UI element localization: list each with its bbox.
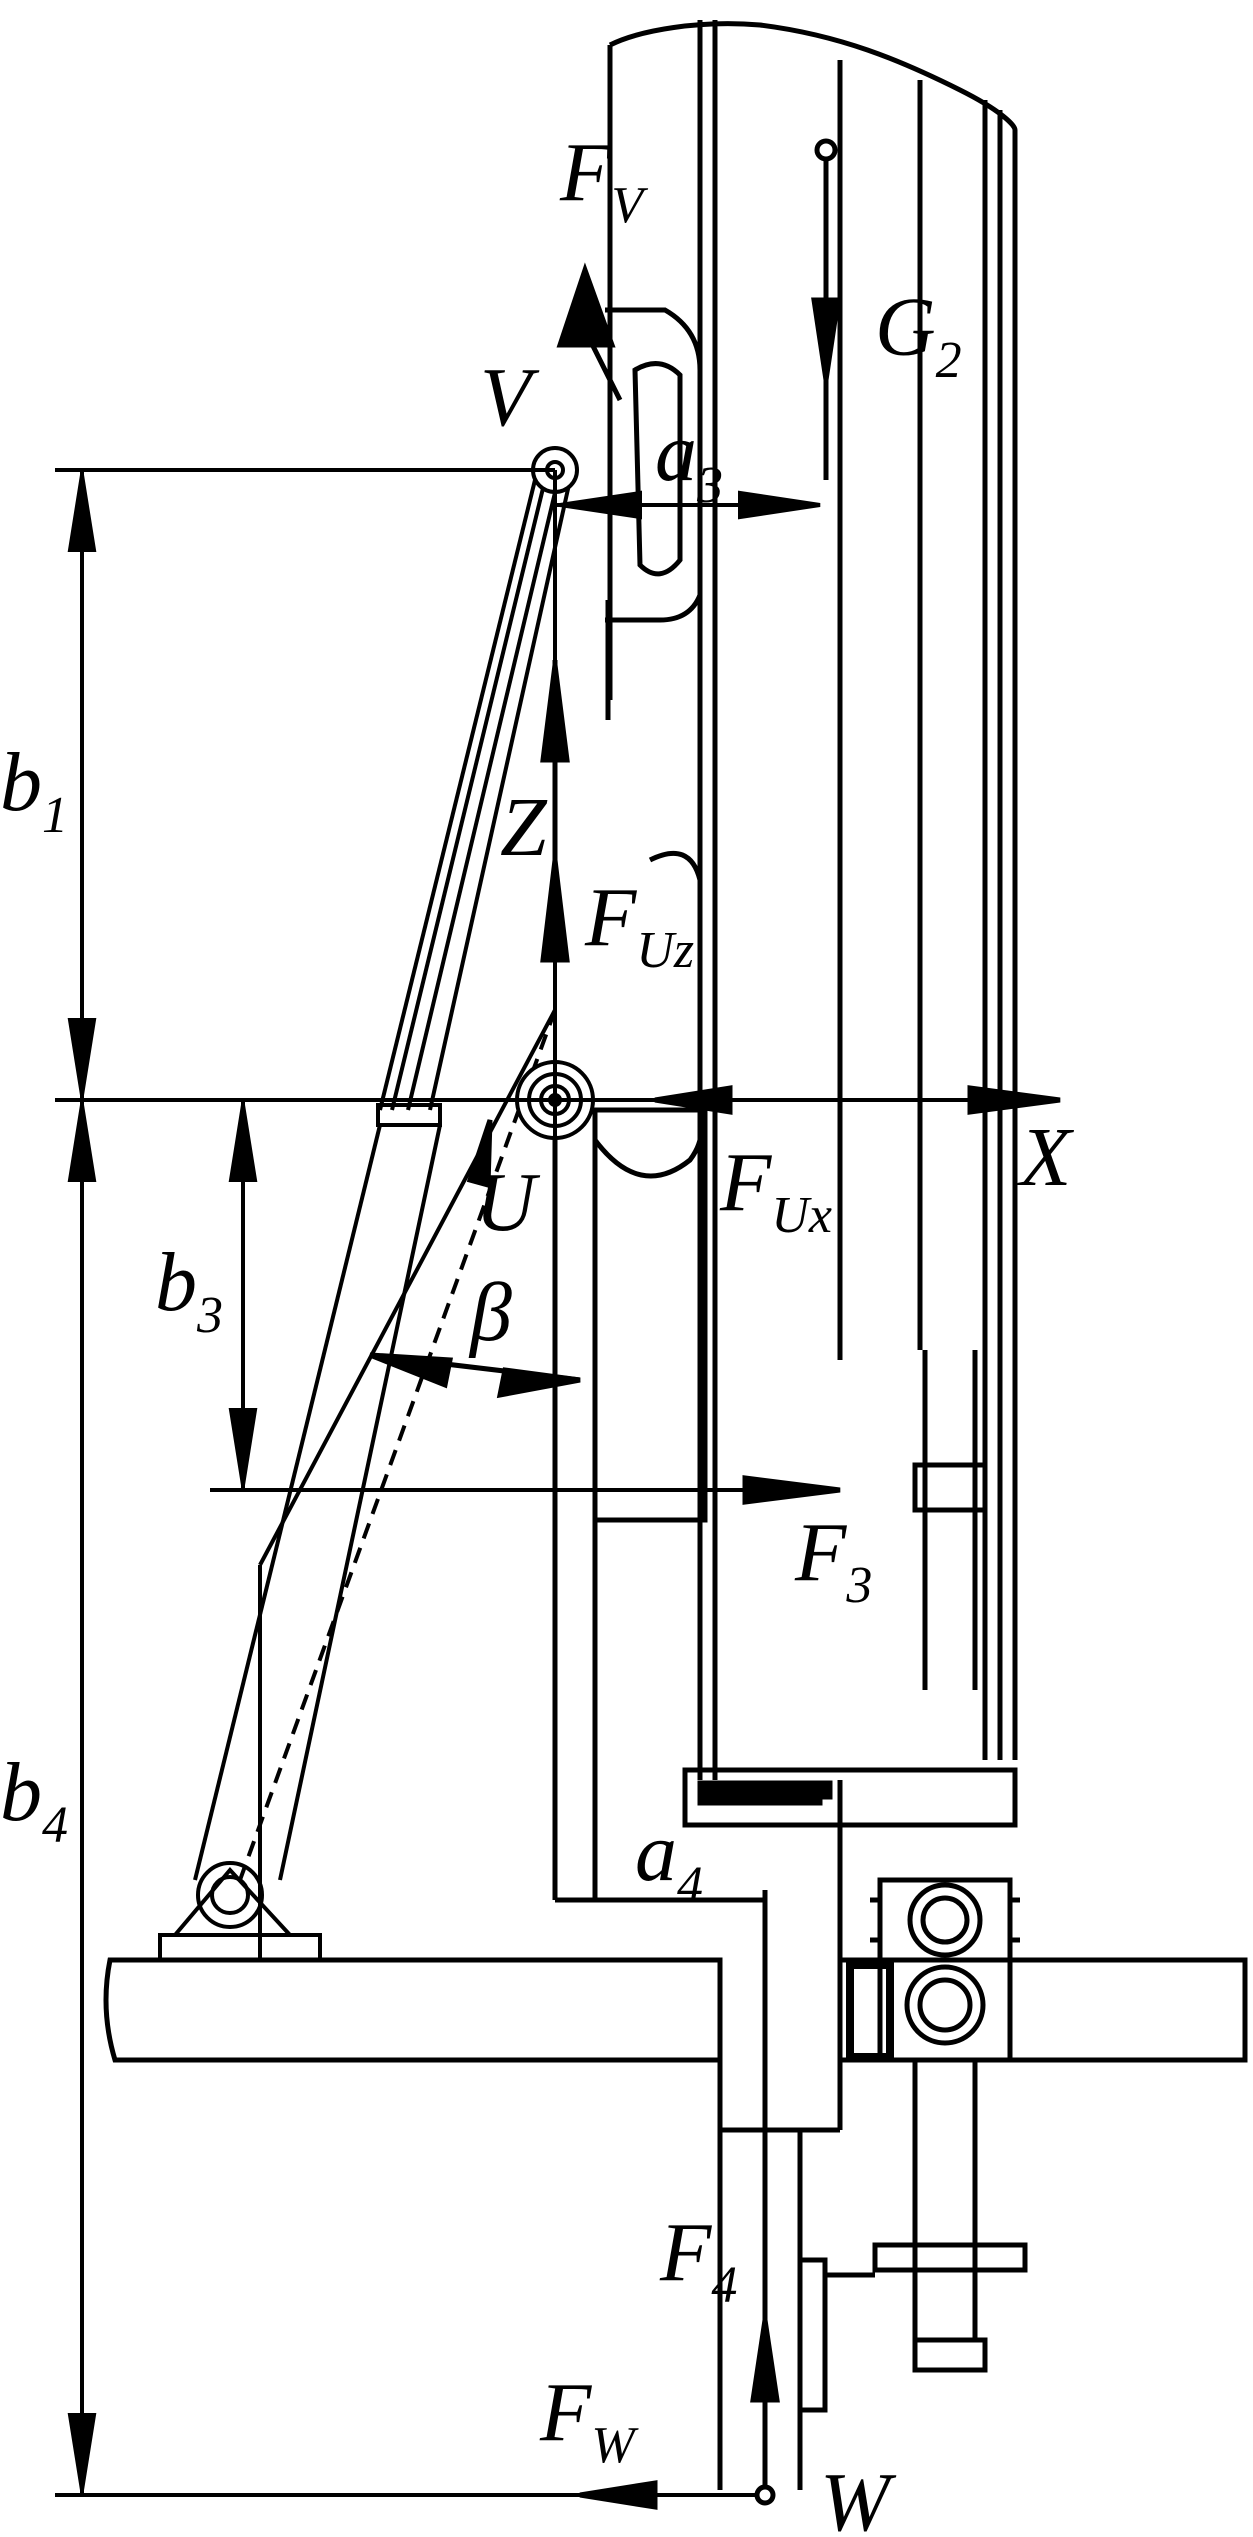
labels: FV G2 V a3 b1 Z FUz FUx X U b3 β F3 b4 a… [0, 126, 1075, 2537]
force-fuz-arrow [540, 859, 570, 963]
force-g2-arrow [811, 297, 841, 381]
label-f4: F4 [659, 2206, 737, 2314]
label-fw: FW [539, 2366, 639, 2474]
z-axis-arrow [540, 664, 570, 763]
label-b1: b1 [0, 736, 68, 844]
label-b3: b3 [155, 1236, 223, 1344]
label-fuz: FUz [584, 871, 694, 979]
label-fv: FV [559, 126, 648, 234]
label-u: U [475, 1156, 541, 1249]
label-fux: FUx [719, 1136, 832, 1244]
force-f4-arrow [750, 2319, 780, 2403]
frame-structure [103, 20, 1248, 2490]
force-fv-arrow [556, 262, 616, 348]
force-arrows [369, 200, 1061, 2510]
strut-linkage [158, 479, 572, 1962]
force-fw-arrow [579, 2480, 658, 2510]
label-x: X [1017, 1111, 1075, 1204]
x-axis-arrow [967, 1085, 1061, 1115]
label-v: V [480, 351, 540, 444]
label-z: Z [500, 781, 548, 874]
label-f3: F3 [794, 1506, 872, 1614]
label-w: W [820, 2456, 897, 2537]
dimension-arrows [67, 470, 821, 2495]
beta-arrow [496, 1367, 581, 1399]
label-g2: G2 [875, 281, 962, 389]
label-b4: b4 [0, 1746, 68, 1854]
force-f3-arrow [742, 1475, 841, 1505]
label-beta: β [468, 1266, 512, 1359]
label-a3: a3 [655, 406, 723, 514]
force-fux-arrow [654, 1085, 733, 1115]
label-a4: a4 [635, 1806, 703, 1914]
